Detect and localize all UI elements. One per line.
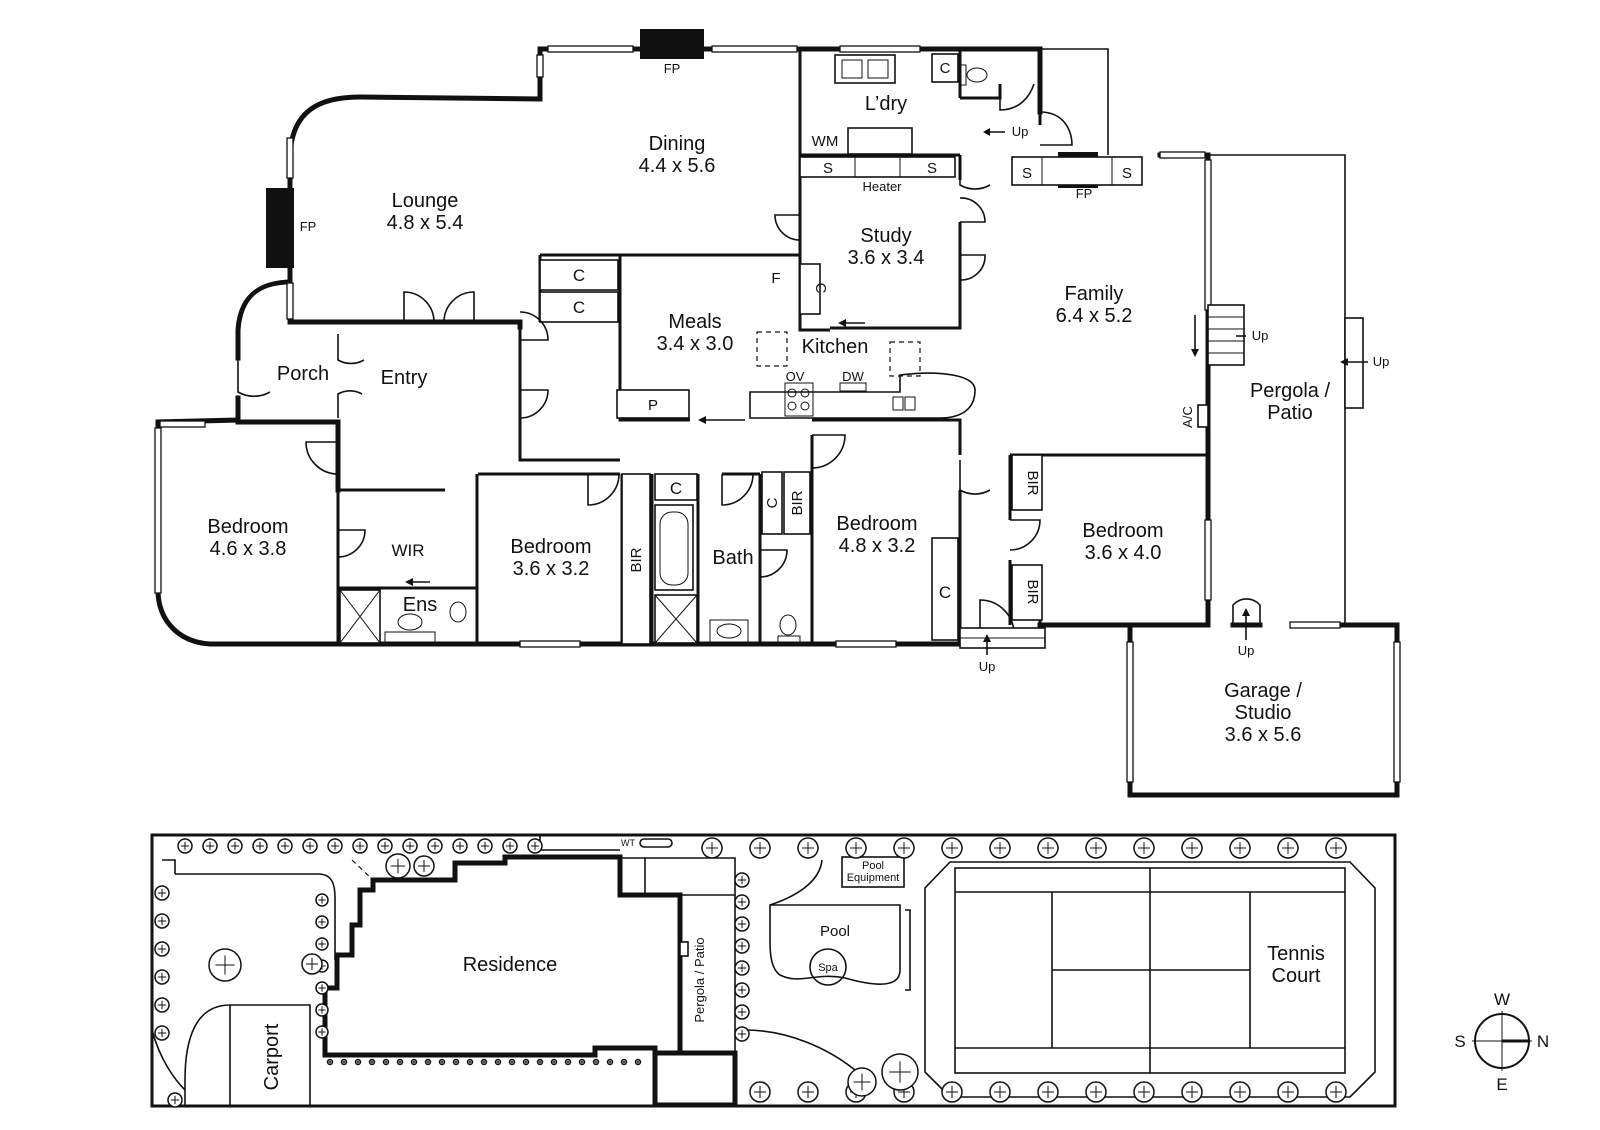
pool-equipment-label-1: Pool <box>862 860 884 872</box>
s-label-3: S <box>1022 165 1032 182</box>
closet-label-2: C <box>573 298 585 317</box>
bir-label-3: BIR <box>1024 470 1041 495</box>
meals-size: 3.4 x 3.0 <box>657 333 734 355</box>
kitchen-label: Kitchen <box>802 336 869 358</box>
entry-label: Entry <box>381 367 428 389</box>
up-label-3: Up <box>1373 354 1390 369</box>
lounge-size: 4.8 x 5.4 <box>387 212 464 234</box>
tree-row-icon <box>154 837 1347 1108</box>
lounge-fireplace-icon <box>266 188 294 268</box>
closet-label-4: C <box>670 479 682 498</box>
bedroom2-label: Bedroom <box>510 536 591 558</box>
fridge-label: F <box>771 270 780 287</box>
closet-label-5: C <box>939 583 951 602</box>
bedroom4-size: 3.6 x 4.0 <box>1085 542 1162 564</box>
compass-north: N <box>1537 1032 1549 1051</box>
up-label-5: Up <box>1238 643 1255 658</box>
tennis-label-2: Court <box>1272 965 1321 987</box>
oven-label: OV <box>786 369 805 384</box>
bir-label-1: BIR <box>628 547 645 572</box>
pergola-label-2: Patio <box>1267 402 1313 424</box>
dining-size: 4.4 x 5.6 <box>639 155 716 177</box>
spa-label: Spa <box>818 962 838 974</box>
house-plan: Dining 4.4 x 5.6 Lounge 4.8 x 5.4 L’dry … <box>154 29 1401 798</box>
closet-label-3: C <box>940 60 951 77</box>
compass-south: S <box>1454 1032 1465 1051</box>
garage-label-1: Garage / <box>1224 680 1302 702</box>
bir-label-2: BIR <box>789 490 806 515</box>
lounge-label: Lounge <box>392 190 459 212</box>
pergola-label-1: Pergola / <box>1250 380 1330 402</box>
ensuite-label: Ens <box>403 594 437 616</box>
bedroom1-label: Bedroom <box>207 516 288 538</box>
pool-label: Pool <box>820 923 850 940</box>
closet-label-7: C <box>764 497 781 508</box>
bedroom1-size: 4.6 x 3.8 <box>210 538 287 560</box>
ac-label: A/C <box>1180 406 1195 428</box>
pergola-patio-site-label: Pergola / Patio <box>692 937 707 1022</box>
pool-equipment-label-2: Equipment <box>847 872 900 884</box>
fp-label-family: FP <box>1076 186 1093 201</box>
laundry-label: L’dry <box>865 93 907 115</box>
compass-west: W <box>1494 990 1510 1009</box>
up-label-4: Up <box>979 659 996 674</box>
garage-size: 3.6 x 5.6 <box>1225 724 1302 746</box>
s-label-4: S <box>1122 165 1132 182</box>
wir-label: WIR <box>391 541 424 560</box>
study-label: Study <box>860 225 911 247</box>
bedroom3-size: 4.8 x 3.2 <box>839 535 916 557</box>
garage-label-2: Studio <box>1235 702 1292 724</box>
compass-icon: N S W E <box>1454 990 1549 1094</box>
dining-fireplace-icon <box>640 29 704 59</box>
heater-label: Heater <box>862 179 902 194</box>
residence-label: Residence <box>463 954 558 976</box>
bedroom4-label: Bedroom <box>1082 520 1163 542</box>
s-label-2: S <box>927 160 937 177</box>
dining-label: Dining <box>649 133 706 155</box>
carport-label: Carport <box>261 1023 283 1090</box>
pantry-label: P <box>648 397 658 414</box>
s-label-1: S <box>823 160 833 177</box>
porch-label: Porch <box>277 363 329 385</box>
up-label-2: Up <box>1252 328 1269 343</box>
up-label-1: Up <box>1012 124 1029 139</box>
closet-label-6: C <box>812 283 829 294</box>
family-label: Family <box>1065 283 1124 305</box>
bir-label-4: BIR <box>1024 579 1041 604</box>
bath-label: Bath <box>712 547 753 569</box>
study-size: 3.6 x 3.4 <box>848 247 925 269</box>
site-plan: Residence Carport Pergola / Patio Pool S… <box>150 833 1397 1108</box>
wm-label: WM <box>812 133 839 150</box>
bedroom3-label: Bedroom <box>836 513 917 535</box>
water-tank-label: WT <box>621 838 635 848</box>
closet-label-1: C <box>573 266 585 285</box>
compass-east: E <box>1496 1075 1507 1094</box>
meals-label: Meals <box>668 311 721 333</box>
family-size: 6.4 x 5.2 <box>1056 305 1133 327</box>
fp-label-dining: FP <box>664 61 681 76</box>
tennis-label-1: Tennis <box>1267 943 1325 965</box>
bedroom2-size: 3.6 x 3.2 <box>513 558 590 580</box>
dishwasher-label: DW <box>842 369 864 384</box>
fp-label-lounge: FP <box>300 219 317 234</box>
